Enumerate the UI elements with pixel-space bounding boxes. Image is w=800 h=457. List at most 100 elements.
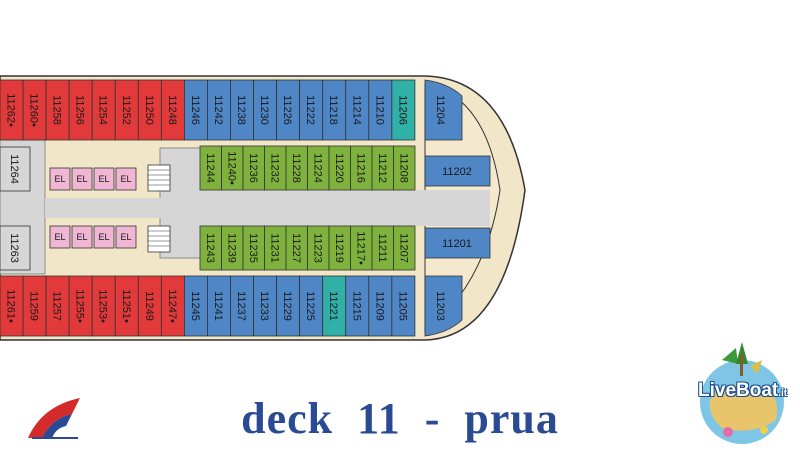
elevator: EL (93, 167, 115, 191)
liveboat-suffix: .it (778, 388, 788, 399)
elevator-label: EL (54, 174, 65, 184)
cabin-label: 11242 (212, 95, 224, 125)
elevator: EL (115, 225, 137, 249)
cabin-label: 11252 (120, 95, 132, 125)
cabin-label: 11222 (304, 95, 316, 125)
cabin-label: 11262• (5, 93, 17, 127)
cabin-inner-bottom: 11219 (328, 225, 351, 271)
cabin-inner-bottom: 11217• (350, 225, 373, 271)
cabin-bottom: 11209 (368, 275, 393, 337)
corridor-gray (200, 190, 490, 226)
cabin-label: 11247• (166, 289, 178, 323)
liveboat-wordmark: LiveBoat.it (698, 380, 787, 402)
cabin-bow-top: 11204 (424, 79, 463, 141)
cabin-label: 11202 (442, 166, 472, 178)
cabin-label: 11246 (189, 95, 201, 125)
cabin-label: 11260• (28, 93, 40, 127)
elevator: EL (49, 225, 71, 249)
cabin-inner-top: 11208 (393, 145, 416, 191)
cabin-label: 11224 (311, 153, 323, 183)
cabin-inner-top: 11220 (328, 145, 351, 191)
cabin-label: 11250 (143, 95, 155, 125)
cabin-label: 11227 (290, 233, 302, 263)
cabin-label: 11253• (97, 289, 109, 323)
cabin-label: 11251• (120, 289, 132, 323)
cabin-inner-top: 11224 (307, 145, 330, 191)
cabin-bottom: 11253• (91, 275, 116, 337)
liveboat-name: LiveBoat (698, 380, 779, 401)
cabin-label: 11220 (333, 153, 345, 183)
cabin-bottom: 11215 (345, 275, 370, 337)
cabin-label: 11208 (397, 153, 409, 183)
cabin-inner-bottom: 11231 (264, 225, 287, 271)
cabin-label: 11211 (376, 234, 388, 263)
page-title: deck 11 - prua (241, 394, 559, 443)
cabin-bottom: 11251• (114, 275, 139, 337)
elevator-label: EL (120, 232, 131, 242)
cabin-label: 11218 (327, 95, 339, 125)
cabin-label: 11225 (304, 291, 316, 321)
cabin-top: 11238 (230, 79, 254, 141)
cabin-bottom: 11259 (22, 275, 47, 337)
cabin-label: 11241 (212, 291, 224, 321)
cabin-bottom: 11241 (207, 275, 231, 337)
cabin-top: 11248 (160, 79, 185, 141)
cabin-bow-bottom: 11203 (424, 275, 463, 337)
cabin-label: 11254 (97, 95, 109, 125)
cabin-label: 11228 (290, 153, 302, 183)
cabin-label: 11232 (268, 153, 280, 183)
cabin-bottom: 11229 (276, 275, 301, 337)
cabin-label: 11210 (373, 95, 385, 125)
cabin-label: 11249 (143, 291, 155, 321)
cabin-top: 11210 (368, 79, 393, 141)
cabin-label: 11235 (247, 233, 259, 263)
cabin-label: 11205 (396, 291, 408, 321)
elevator: EL (93, 225, 115, 249)
cabin-top: 11246 (183, 79, 208, 141)
cabin-top: 11260• (22, 79, 47, 141)
cabin-inner-bottom: 11239 (221, 225, 244, 271)
cabin-label: 11264 (8, 154, 20, 184)
cabin-inner-top: 11228 (285, 145, 308, 191)
cabin-bottom: 11261• (0, 275, 24, 337)
cabin-label: 11263 (8, 233, 20, 263)
cabin-top: 11258 (45, 79, 70, 141)
cabin-label: 11245 (189, 291, 201, 321)
cabin-inner-top: 11236 (242, 145, 265, 191)
cabin-inner-top: 11244 (199, 145, 222, 191)
cabin-bottom: 11245 (183, 275, 208, 337)
cabin-label: 11203 (434, 291, 446, 321)
cabin-left-top: 11264 (0, 146, 31, 192)
cabin-label: 11207 (397, 233, 409, 263)
elevator: EL (115, 167, 137, 191)
cabin-label: 11243 (204, 233, 216, 263)
cabin-label: 11237 (235, 291, 247, 321)
cabin-bottom: 11247• (160, 275, 185, 337)
cabin-label: 11201 (442, 238, 472, 250)
cabin-top: 11230 (253, 79, 278, 141)
elevator-label: EL (98, 232, 109, 242)
interior-area-mid (45, 198, 175, 218)
cabin-bow-mid-top: 11202 (424, 155, 491, 187)
cabin-top: 11206 (391, 79, 416, 141)
elevator-label: EL (98, 174, 109, 184)
liveboat-logo: LiveBoat.it (692, 340, 792, 450)
cabin-bottom: 11237 (230, 275, 254, 337)
cabin-label: 11259 (28, 291, 40, 321)
cabin-bottom: 11255• (68, 275, 93, 337)
cabin-label: 11217• (354, 231, 366, 265)
cabin-inner-top: 11212 (371, 145, 394, 191)
cabin-label: 11233 (258, 291, 270, 321)
cabin-label: 11239 (225, 233, 237, 263)
cabin-bow-mid-bottom: 11201 (424, 227, 491, 259)
cabin-bottom: 11249 (137, 275, 162, 337)
cabin-inner-bottom: 11207 (393, 225, 416, 271)
cabin-label: 11248 (166, 95, 178, 125)
globe-icon (700, 342, 784, 444)
cabin-bottom: 11233 (253, 275, 278, 337)
cabin-top: 11254 (91, 79, 116, 141)
